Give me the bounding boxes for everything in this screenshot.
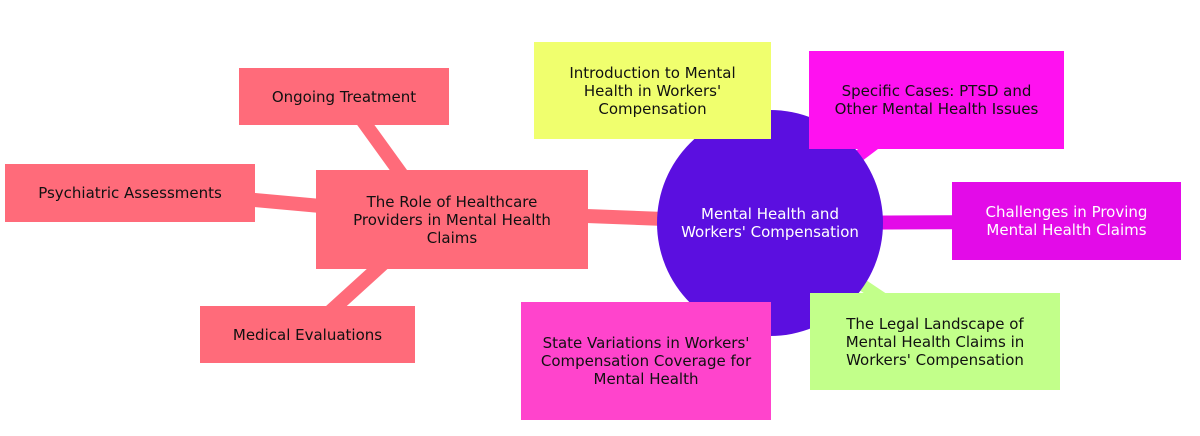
node-state-variations[interactable]: State Variations in Workers' Compensatio… bbox=[521, 302, 771, 420]
node-specific-cases[interactable]: Specific Cases: PTSD and Other Mental He… bbox=[809, 51, 1064, 149]
node-ongoing-treatment[interactable]: Ongoing Treatment bbox=[239, 68, 449, 125]
node-introduction[interactable]: Introduction to Mental Health in Workers… bbox=[534, 42, 771, 139]
node-specific-cases-label: Specific Cases: PTSD and Other Mental He… bbox=[834, 82, 1039, 118]
node-healthcare-providers[interactable]: The Role of Healthcare Providers in Ment… bbox=[316, 170, 588, 269]
node-healthcare-providers-label: The Role of Healthcare Providers in Ment… bbox=[353, 192, 551, 247]
node-introduction-label: Introduction to Mental Health in Workers… bbox=[569, 63, 736, 118]
node-psychiatric-assessments[interactable]: Psychiatric Assessments bbox=[5, 164, 255, 222]
center-node-label: Mental Health and Workers' Compensation bbox=[681, 205, 859, 241]
node-challenges-label: Challenges in Proving Mental Health Clai… bbox=[985, 203, 1148, 239]
node-medical-evaluations[interactable]: Medical Evaluations bbox=[200, 306, 415, 363]
node-legal-landscape-label: The Legal Landscape of Mental Health Cla… bbox=[845, 314, 1025, 369]
node-psychiatric-assessments-label: Psychiatric Assessments bbox=[38, 184, 222, 202]
node-legal-landscape[interactable]: The Legal Landscape of Mental Health Cla… bbox=[810, 293, 1060, 390]
node-medical-evaluations-label: Medical Evaluations bbox=[232, 325, 383, 344]
node-challenges[interactable]: Challenges in Proving Mental Health Clai… bbox=[952, 182, 1181, 260]
node-state-variations-label: State Variations in Workers' Compensatio… bbox=[540, 334, 752, 388]
node-ongoing-treatment-label: Ongoing Treatment bbox=[271, 87, 417, 106]
